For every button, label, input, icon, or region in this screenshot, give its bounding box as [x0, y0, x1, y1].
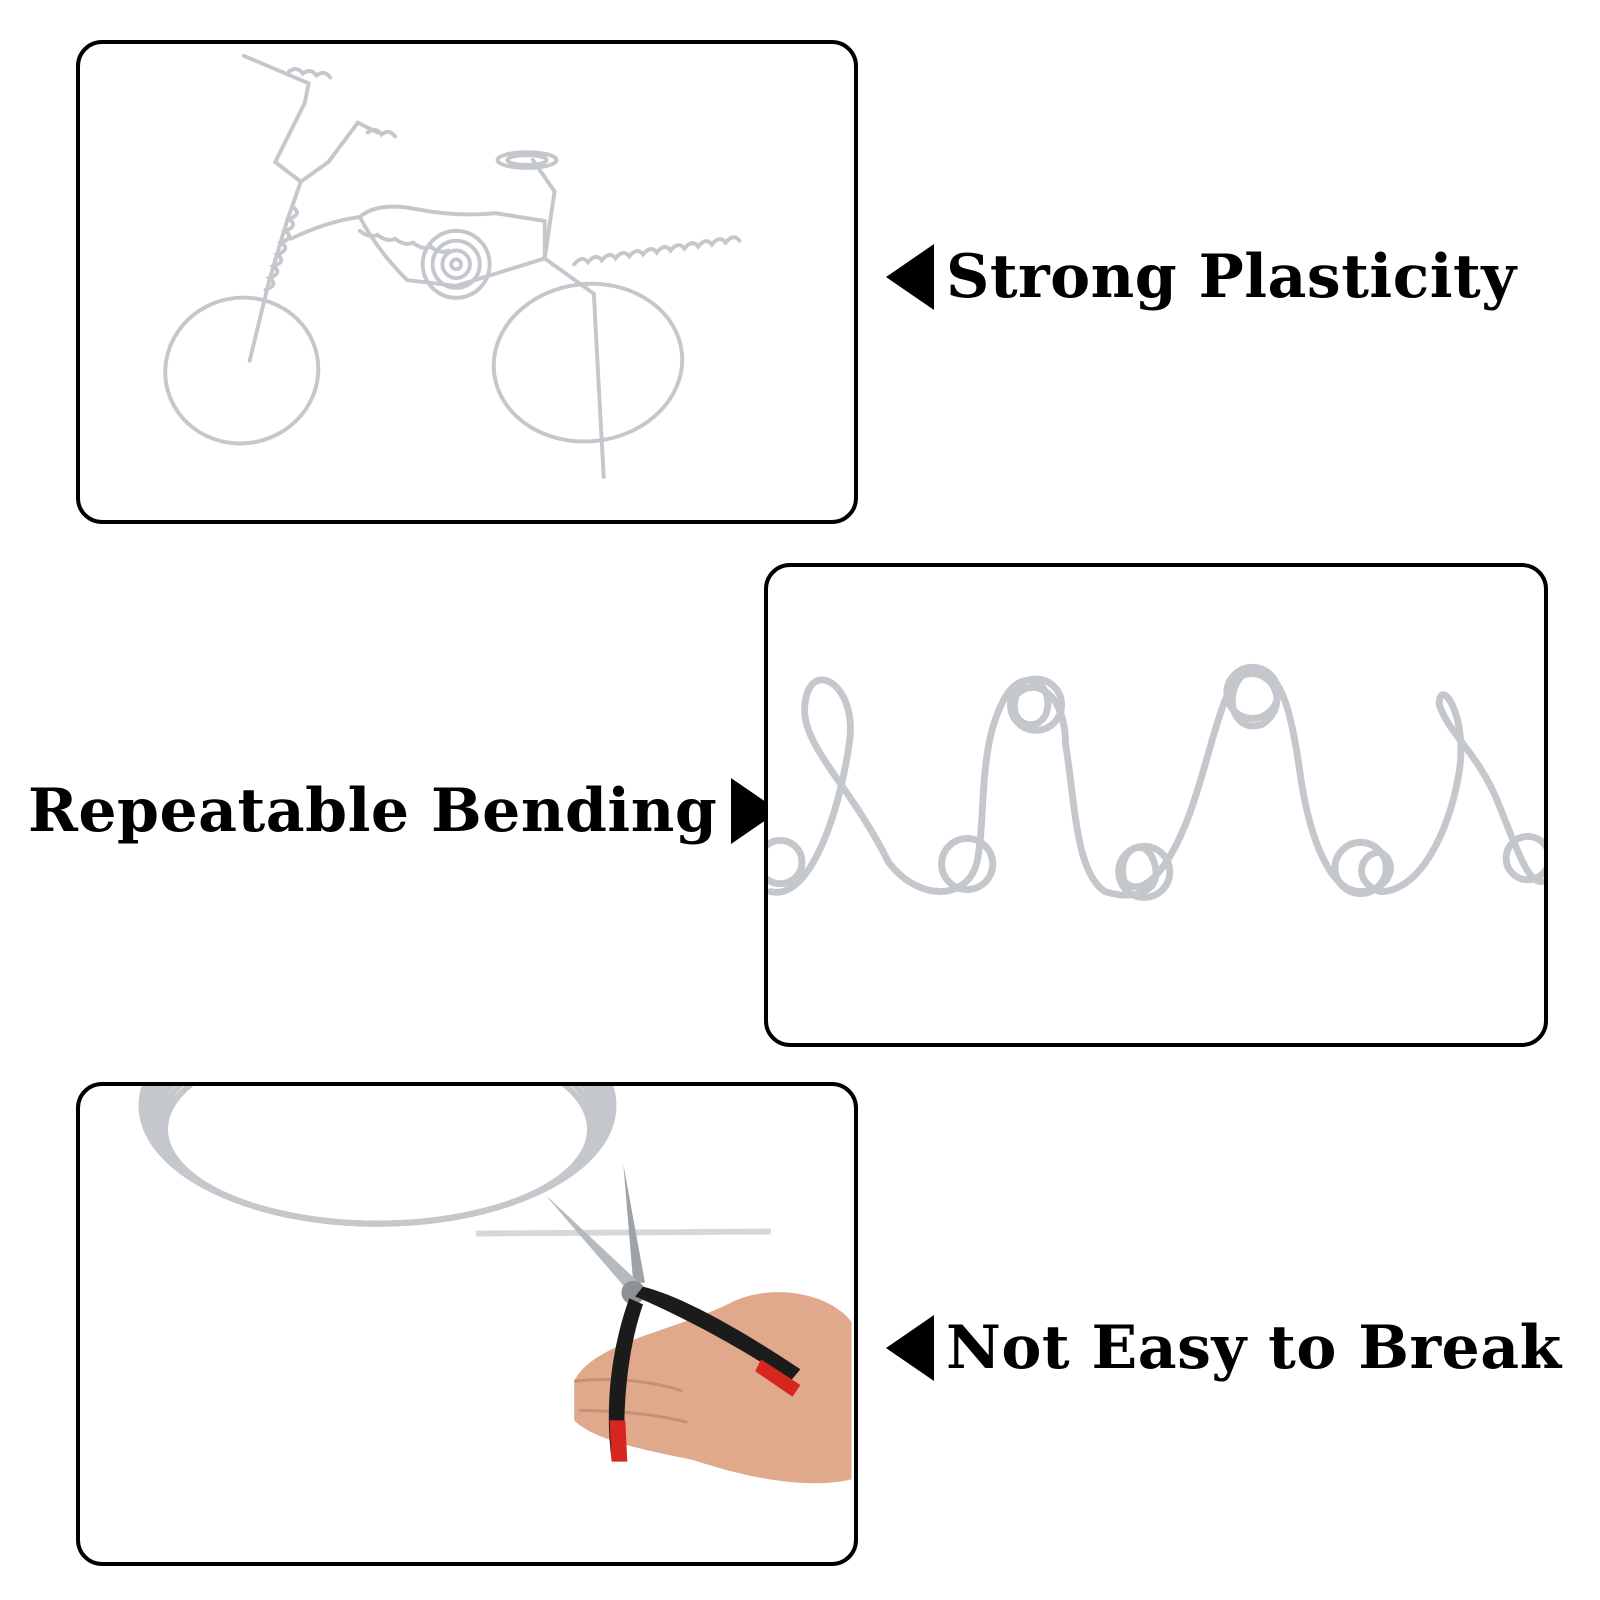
- handlebar-right: [298, 120, 380, 184]
- seat-post: [530, 158, 557, 261]
- feature-caption-plasticity: Strong Plasticity: [886, 244, 1517, 310]
- feature-image-bending: [764, 563, 1548, 1047]
- wire-coil: [138, 1086, 617, 1227]
- bent-wire-illustration: [768, 663, 1544, 901]
- rear-spring: [572, 235, 742, 267]
- bicycle-frame: [288, 214, 596, 296]
- wire-loop: [1331, 838, 1390, 897]
- front-wheel: [163, 295, 321, 446]
- arrow-left-icon: [886, 1315, 934, 1381]
- wire-bicycle-illustration: [163, 53, 742, 479]
- frame-spring: [357, 228, 451, 254]
- saddle-coil: [495, 150, 559, 170]
- wire-loop: [1502, 833, 1544, 884]
- rear-wheel: [491, 281, 685, 444]
- wire-loop: [938, 834, 997, 894]
- handlebar-left: [241, 53, 311, 184]
- wire-strand: [475, 1228, 771, 1237]
- front-fork: [247, 179, 303, 363]
- feature-label: Not Easy to Break: [946, 1313, 1562, 1383]
- chainring-spiral: [420, 228, 492, 300]
- plier-handle: [608, 1298, 644, 1460]
- feature-image-coil-pliers: [76, 1082, 858, 1566]
- arrow-left-icon: [886, 244, 934, 310]
- feature-label: Repeatable Bending: [28, 776, 718, 846]
- wire-loop: [1115, 842, 1174, 901]
- plier-jaw: [544, 1194, 640, 1293]
- feature-caption-break: Not Easy to Break: [886, 1315, 1562, 1381]
- wire-loop: [1223, 663, 1282, 722]
- pliers: [544, 1164, 801, 1462]
- wire-loop: [1007, 675, 1066, 734]
- plier-jaw: [623, 1164, 646, 1283]
- plier-pivot: [621, 1280, 646, 1305]
- kickstand: [591, 291, 606, 479]
- plier-handle: [635, 1286, 801, 1382]
- zigzag-wire: [768, 667, 1544, 899]
- coil-and-pliers-illustration: [138, 1086, 852, 1484]
- feature-caption-bending: Repeatable Bending: [28, 776, 780, 846]
- feature-image-bicycle: [76, 40, 858, 524]
- fork-spring: [263, 205, 299, 292]
- handlebar-coil: [287, 67, 333, 80]
- hand: [574, 1292, 852, 1484]
- feature-label: Strong Plasticity: [946, 242, 1517, 312]
- wire-loop: [768, 836, 806, 888]
